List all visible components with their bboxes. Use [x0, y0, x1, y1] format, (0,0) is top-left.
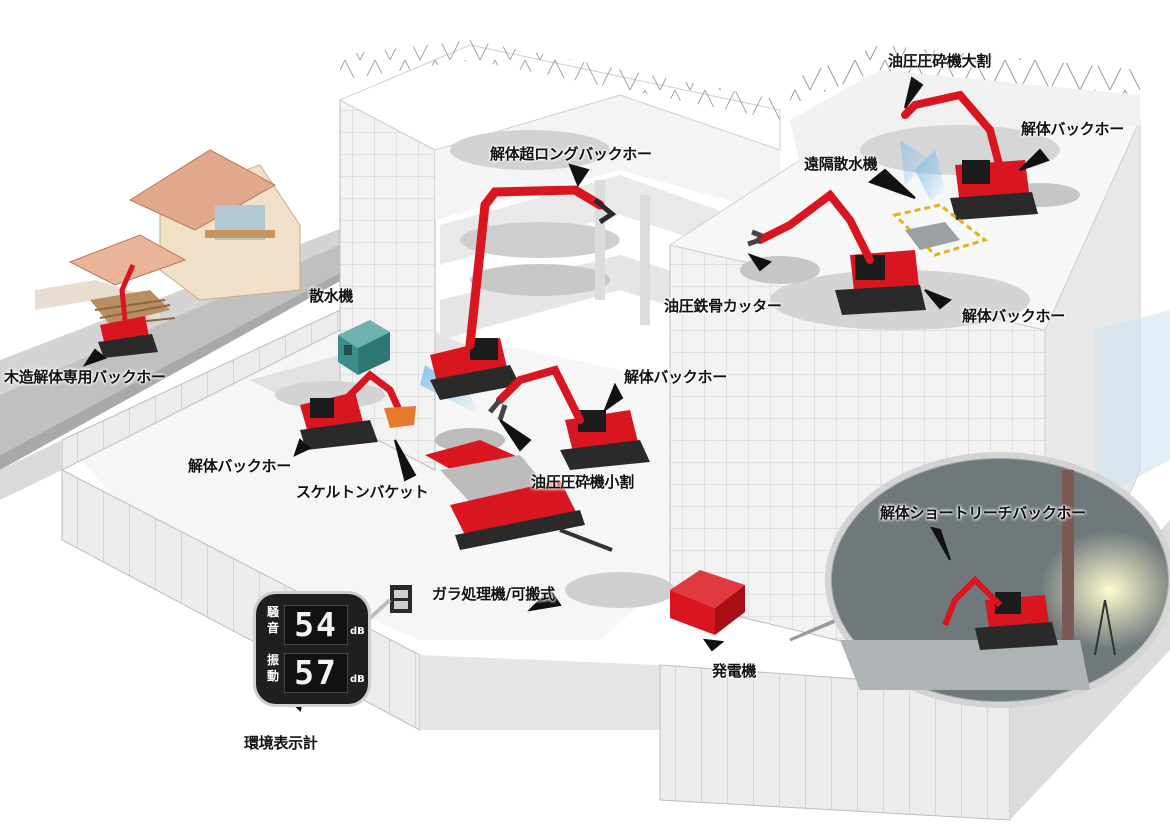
sprinkler-machine: [338, 320, 390, 375]
vibration-label: 振動: [266, 653, 279, 683]
leader-lines: [82, 76, 1050, 712]
noise-row: 騒音 54 dB: [264, 604, 365, 646]
environment-meter: 騒音 54 dB 振動 57 dB: [256, 594, 368, 704]
label-meter: 環境表示計: [244, 734, 318, 752]
generator: [670, 570, 745, 635]
label-crusher-plant: ガラ処理機/可搬式: [432, 585, 555, 603]
label-sprinkler: 散水機: [309, 287, 354, 305]
label-crusher-large: 油圧圧砕機大割: [888, 52, 991, 70]
left-building: [338, 40, 781, 471]
vibration-unit: dB: [350, 674, 365, 685]
label-skeleton-bucket: スケルトンバケット: [296, 483, 429, 501]
wooden-backhoe: [98, 263, 158, 358]
backhoe-center: [488, 365, 650, 470]
backhoe-right: [747, 189, 926, 315]
backhoe-top: [901, 90, 1038, 220]
noise-label: 騒音: [266, 605, 279, 635]
label-short-reach: 解体ショートリーチバックホー: [880, 504, 1086, 522]
safety-barrier: [892, 203, 989, 257]
label-backhoe-top: 解体バックホー: [1021, 120, 1124, 138]
wall-display: [368, 585, 412, 620]
short-reach-inset: [789, 452, 1170, 708]
label-long-backhoe: 解体超ロングバックホー: [490, 145, 652, 163]
vibration-row: 振動 57 dB: [264, 652, 365, 694]
label-generator: 発電機: [712, 662, 757, 680]
label-backhoe-center: 解体バックホー: [624, 368, 727, 386]
wooden-house: [35, 149, 301, 326]
label-wooden-backhoe: 木造解体専用バックホー: [4, 368, 166, 386]
label-remote-sprinkler: 遠隔散水機: [804, 155, 878, 173]
backhoe-left: [300, 370, 416, 450]
vibration-value: 57: [284, 653, 348, 693]
noise-value: 54: [284, 605, 348, 645]
label-backhoe-left: 解体バックホー: [188, 457, 291, 475]
noise-unit: dB: [350, 626, 365, 637]
crusher-plant: [425, 440, 613, 552]
label-steel-cutter: 油圧鉄骨カッター: [664, 297, 782, 315]
long-reach-backhoe: [430, 185, 617, 400]
label-crusher-small: 油圧圧砕機小割: [531, 473, 634, 491]
label-backhoe-right: 解体バックホー: [962, 307, 1065, 325]
